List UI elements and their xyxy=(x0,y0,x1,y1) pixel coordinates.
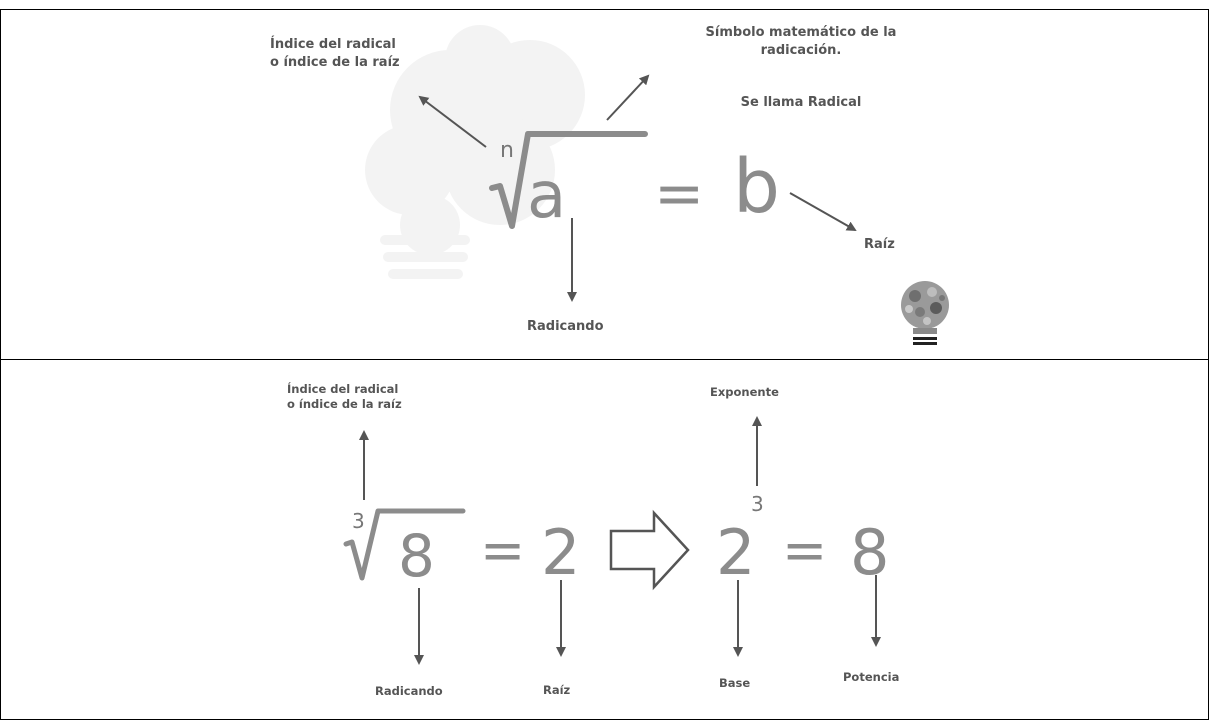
arrow-to-root xyxy=(789,192,857,231)
equals-sign-2: = xyxy=(480,519,526,582)
radical-sign-2 xyxy=(343,508,466,581)
result-variable: b xyxy=(733,144,780,230)
panel-divider xyxy=(0,359,1209,360)
index-variable: n xyxy=(500,138,514,163)
equals-sign: = xyxy=(654,159,705,229)
root-value: 2 xyxy=(541,516,581,589)
radical-name-label: Se llama Radical xyxy=(740,95,862,110)
index-value: 3 xyxy=(352,509,365,533)
lightbulb-icon xyxy=(901,281,949,345)
radicand-label-2: Radicando xyxy=(375,684,443,698)
base-value: 2 xyxy=(716,516,756,589)
radical-sign xyxy=(489,131,648,229)
radicand-variable: a xyxy=(527,159,567,233)
symbol-label: Símbolo matemático de la radicación. xyxy=(705,25,897,58)
root-label-2: Raíz xyxy=(543,683,571,697)
exponent-label: Exponente xyxy=(710,385,779,399)
power-value: 8 xyxy=(850,516,890,589)
index-label: Índice del radical o índice de la raíz xyxy=(270,37,400,70)
arrow-to-symbol xyxy=(606,74,650,121)
exponent-value: 3 xyxy=(751,492,764,516)
arrow-to-index xyxy=(418,95,487,148)
diagram-frame xyxy=(0,9,1209,720)
base-label: Base xyxy=(719,676,751,690)
radicand-value: 8 xyxy=(398,522,435,590)
radicand-label: Radicando xyxy=(527,319,604,334)
power-label: Potencia xyxy=(843,670,900,684)
equals-sign-3: = xyxy=(782,519,828,582)
index-label-2: Índice del radical o índice de la raíz xyxy=(287,382,402,411)
hollow-arrow-right-icon xyxy=(609,509,690,591)
root-label: Raíz xyxy=(864,237,895,252)
